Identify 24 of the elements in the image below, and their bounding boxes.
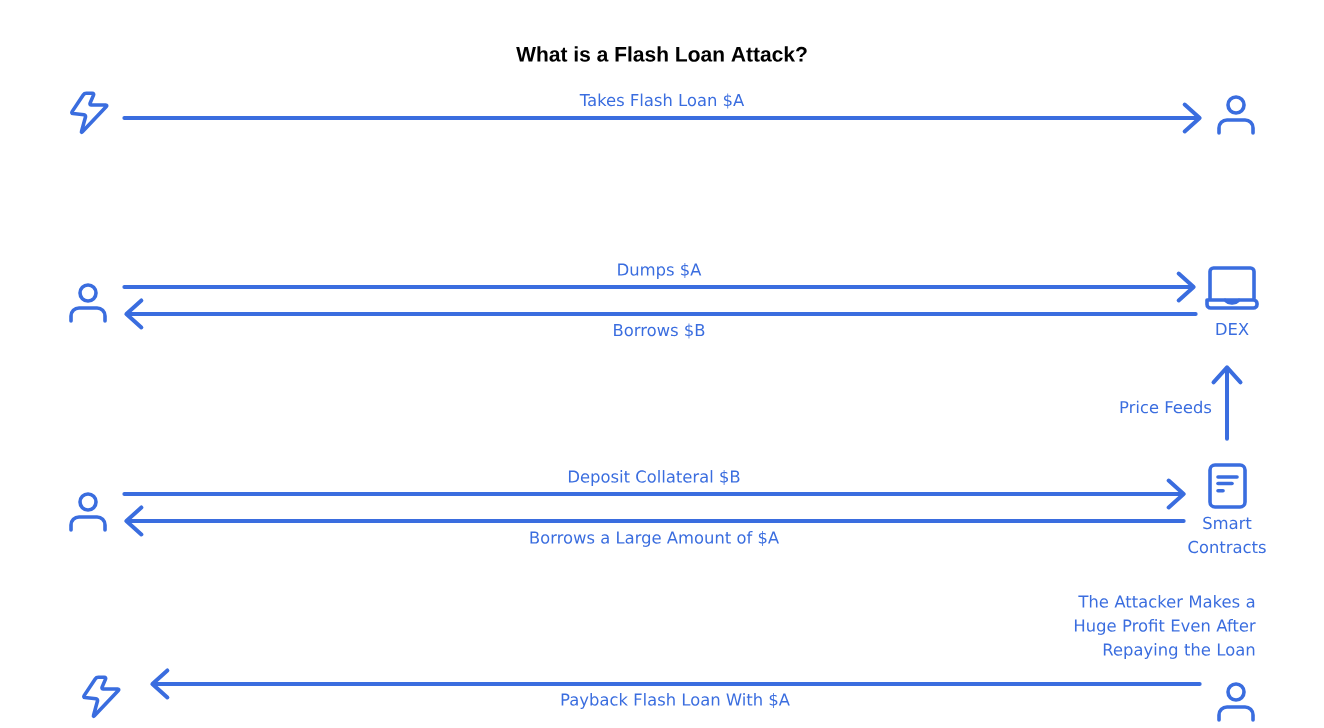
edge-label: Takes Flash Loan $A: [578, 91, 746, 111]
edge-label: Borrows $B: [610, 321, 708, 341]
edge-label: Borrows a Large Amount of $A: [527, 529, 781, 549]
edge-label: Payback Flash Loan With $A: [558, 691, 792, 711]
arrow: [122, 102, 1202, 134]
arrow: [1211, 365, 1243, 441]
person-icon: [1217, 682, 1255, 722]
icon-label: Smart Contracts: [1188, 516, 1266, 554]
arrow: [122, 478, 1186, 510]
person-icon: [69, 492, 107, 532]
person-icon: [1217, 95, 1255, 135]
arrow: [150, 668, 1202, 700]
lightning-icon: [82, 675, 121, 719]
arrow: [124, 298, 1198, 330]
edge-label: Price Feeds: [1117, 398, 1214, 416]
arrow: [124, 505, 1186, 537]
arrow: [122, 271, 1196, 303]
lightning-icon: [70, 91, 109, 135]
edge-label: Dumps $A: [614, 261, 704, 281]
caption-text: The Attacker Makes a Huge Profit Even After Repaying the Loan: [1074, 595, 1256, 659]
edge-label: Deposit Collateral $B: [565, 468, 743, 488]
title: What is a Flash Loan Attack?: [516, 46, 807, 62]
icon-label: DEX: [1216, 323, 1249, 335]
person-icon: [69, 283, 107, 323]
